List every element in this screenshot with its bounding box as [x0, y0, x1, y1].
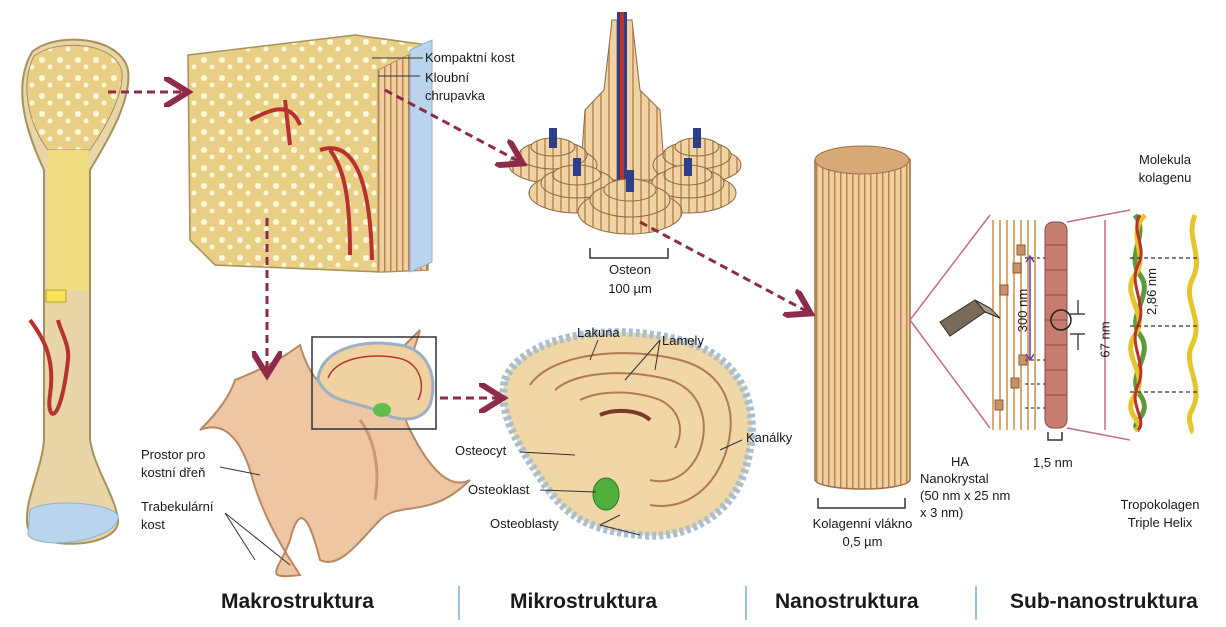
- footer-separator: [458, 586, 460, 620]
- label-osteoclast: Osteoklast: [468, 482, 529, 498]
- ha-crystal: [940, 300, 1000, 336]
- label-ha-size-line1: (50 nm x 25 nm: [920, 488, 1010, 504]
- label-67nm: 67 nm: [1098, 321, 1113, 357]
- single-strand: [1189, 215, 1196, 432]
- footer-microstructure: Mikrostruktura: [510, 590, 657, 614]
- label-molecule-line2: kolagenu: [1125, 170, 1205, 186]
- label-300nm: 300 nm: [1015, 289, 1030, 332]
- label-marrow-line2: kostní dřeň: [141, 465, 205, 481]
- bone-block: [188, 35, 432, 272]
- footer-nanostructure: Nanostruktura: [775, 590, 919, 614]
- footer-macrostructure: Makrostruktura: [221, 590, 374, 614]
- collagen-fiber: [815, 146, 910, 489]
- micro-osteon: [503, 332, 751, 536]
- label-molecule-line1: Molekula: [1125, 152, 1205, 168]
- label-cartilage-line1: Kloubní: [425, 70, 469, 86]
- label-osteoblasts: Osteoblasty: [490, 516, 559, 532]
- label-trabecular-line1: Trabekulární: [141, 499, 214, 515]
- label-collagen-fiber-size: 0,5 µm: [790, 534, 935, 550]
- label-cartilage-line2: chrupavka: [425, 88, 485, 104]
- label-1-5nm: 1,5 nm: [1033, 455, 1073, 471]
- label-2-86nm: 2,86 nm: [1144, 268, 1159, 315]
- osteon-cluster: [509, 12, 741, 234]
- label-marrow-line1: Prostor pro: [141, 447, 205, 463]
- label-trabecular-line2: kost: [141, 517, 165, 533]
- fibrils: [993, 220, 1085, 440]
- fiber-bracket: [818, 498, 905, 508]
- label-triple-helix: Triple Helix: [1100, 515, 1220, 531]
- label-lacuna: Lakuna: [577, 325, 620, 341]
- triple-helix: [1131, 215, 1145, 430]
- label-canaliculi: Kanálky: [746, 430, 792, 446]
- label-compact-bone: Kompaktní kost: [425, 50, 515, 66]
- label-ha-nanocrystal: Nanokrystal: [920, 471, 989, 487]
- label-ha: HA: [940, 454, 980, 470]
- label-collagen-fiber: Kolagenní vlákno: [790, 516, 935, 532]
- label-tropocollagen: Tropokolagen: [1100, 497, 1220, 513]
- footer-separator: [975, 586, 977, 620]
- label-osteocyte: Osteocyt: [455, 443, 506, 459]
- footer-separator: [745, 586, 747, 620]
- label-lamellae: Lamely: [662, 333, 704, 349]
- long-bone: [22, 40, 128, 544]
- label-osteon-size: 100 µm: [595, 281, 665, 297]
- osteon-bracket: [590, 248, 668, 258]
- footer-subnanostructure: Sub-nanostruktura: [1010, 590, 1198, 614]
- label-osteon: Osteon: [595, 262, 665, 278]
